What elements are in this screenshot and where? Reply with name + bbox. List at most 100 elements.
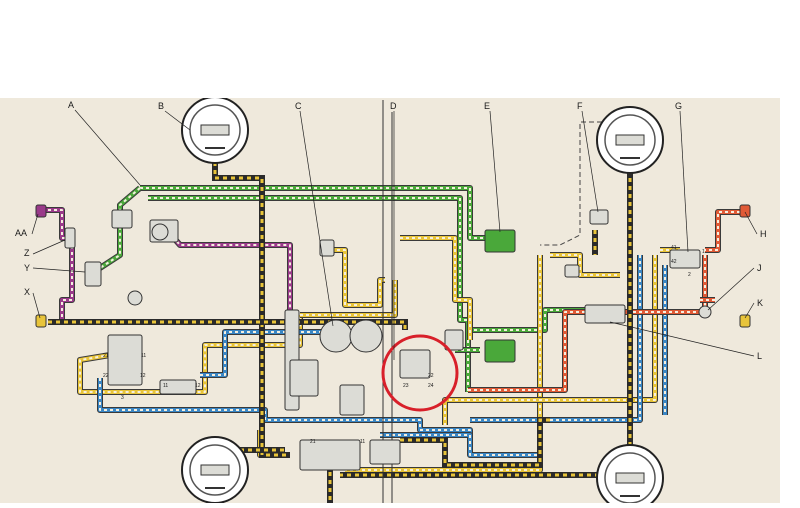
label-y: Y [24, 263, 30, 273]
quick-release-valve [339, 384, 365, 416]
pipe-center-dash [400, 237, 471, 340]
pipe-center-dash [444, 255, 656, 425]
port-11-left: 11 [141, 353, 146, 359]
spring-brake-e [484, 229, 516, 253]
drum-shoe [604, 114, 656, 166]
brake-drum-front-left [181, 98, 249, 164]
drain-valve [319, 239, 335, 257]
label-l: L [757, 351, 762, 361]
pipe-center-dash [140, 187, 485, 239]
leader-c [299, 110, 334, 327]
port-42: 42 [671, 259, 677, 265]
label-f: F [577, 101, 583, 111]
port-numbers: 21 11 22 12 3 11 12 23 24 22 41 42 1 2 2… [103, 245, 705, 445]
trailer-control-g [669, 249, 701, 269]
leader-l [609, 321, 755, 357]
load-valve-f [589, 209, 609, 225]
leader-b [164, 110, 191, 131]
port-12-mid: 12 [195, 383, 201, 389]
pipe-center-dash [468, 311, 585, 391]
pipe-center-dash [164, 227, 291, 318]
pipe-center-dash [550, 254, 620, 276]
coupling-k [739, 314, 751, 328]
triple-valve-highlighted [399, 349, 431, 379]
checkered-line-bottom-mid [400, 418, 550, 467]
drum-cylinder [615, 134, 645, 146]
port-11-mid: 11 [163, 383, 168, 389]
port-23-circle: 23 [403, 383, 409, 389]
brake-drums [181, 98, 664, 503]
label-aa: AA [15, 228, 27, 238]
label-a: A [68, 100, 74, 110]
coupling-h [739, 204, 751, 218]
leader-a [74, 109, 141, 186]
label-x: X [24, 287, 30, 297]
limiting-valve [289, 359, 319, 397]
drum-cylinder [200, 464, 230, 476]
leader-h [744, 211, 758, 235]
label-e: E [484, 101, 490, 111]
pipe-center-dash [705, 211, 740, 251]
spring-brake-e2 [484, 339, 516, 363]
coupling-aa [35, 204, 47, 218]
leader-e [489, 110, 501, 233]
leader-k [744, 302, 755, 319]
drum-shoe [604, 452, 656, 503]
yellow-air-lines [77, 235, 680, 473]
label-c: C [295, 101, 302, 111]
booster [369, 439, 401, 465]
label-d: D [390, 101, 397, 111]
pipe-center-dash [380, 434, 540, 456]
compressor-a-head [151, 223, 169, 241]
thin-dashed-line [540, 121, 602, 246]
label-g: G [675, 101, 682, 111]
reservoir-l [584, 304, 626, 324]
pipe-center-dash [345, 255, 541, 471]
coupling-x [35, 314, 47, 328]
leader-z [32, 239, 66, 255]
port-21-left: 21 [103, 353, 109, 359]
highlight-circle [381, 334, 459, 412]
tee-junction [564, 264, 580, 278]
leader-j [707, 267, 755, 311]
pipe-center-dash [325, 249, 385, 306]
checkered-line-x [48, 320, 407, 330]
unloader-valve [111, 209, 133, 229]
pipe-center-dash [99, 378, 471, 445]
port-11-bottom: 11 [360, 439, 365, 445]
leader-g [679, 110, 689, 253]
label-b: B [158, 101, 164, 111]
governor-y [84, 261, 102, 287]
pressure-gauge [127, 290, 143, 306]
port-2: 2 [688, 272, 691, 278]
leader-lines [31, 109, 758, 360]
port-3-left: 3 [121, 395, 124, 401]
label-h: H [760, 229, 767, 239]
leader-aa [31, 213, 39, 235]
drum-cylinder [200, 124, 230, 136]
pipe-center-dash [42, 209, 73, 320]
port-41: 41 [671, 245, 677, 251]
leader-y [32, 267, 86, 273]
brake-drum-front-right [596, 106, 664, 174]
master-cylinder [299, 439, 361, 471]
filter-z [64, 227, 76, 249]
pipe-center-dash [99, 187, 141, 269]
leader-x [32, 292, 41, 319]
reservoir-c [319, 319, 353, 353]
blue-air-lines [97, 255, 668, 458]
port-24-circle: 24 [428, 383, 434, 389]
label-k: K [757, 298, 763, 308]
coupling-head [444, 329, 464, 351]
leader-f [581, 110, 599, 213]
drum-cylinder [615, 472, 645, 484]
label-z: Z [24, 248, 30, 258]
port-22-circle: 22 [428, 373, 434, 379]
drum-shoe [189, 444, 241, 496]
port-12-left: 12 [140, 373, 146, 379]
relay-valve [159, 379, 197, 395]
brake-drum-rear-right [596, 444, 664, 503]
pipe-center-dash [79, 315, 301, 393]
